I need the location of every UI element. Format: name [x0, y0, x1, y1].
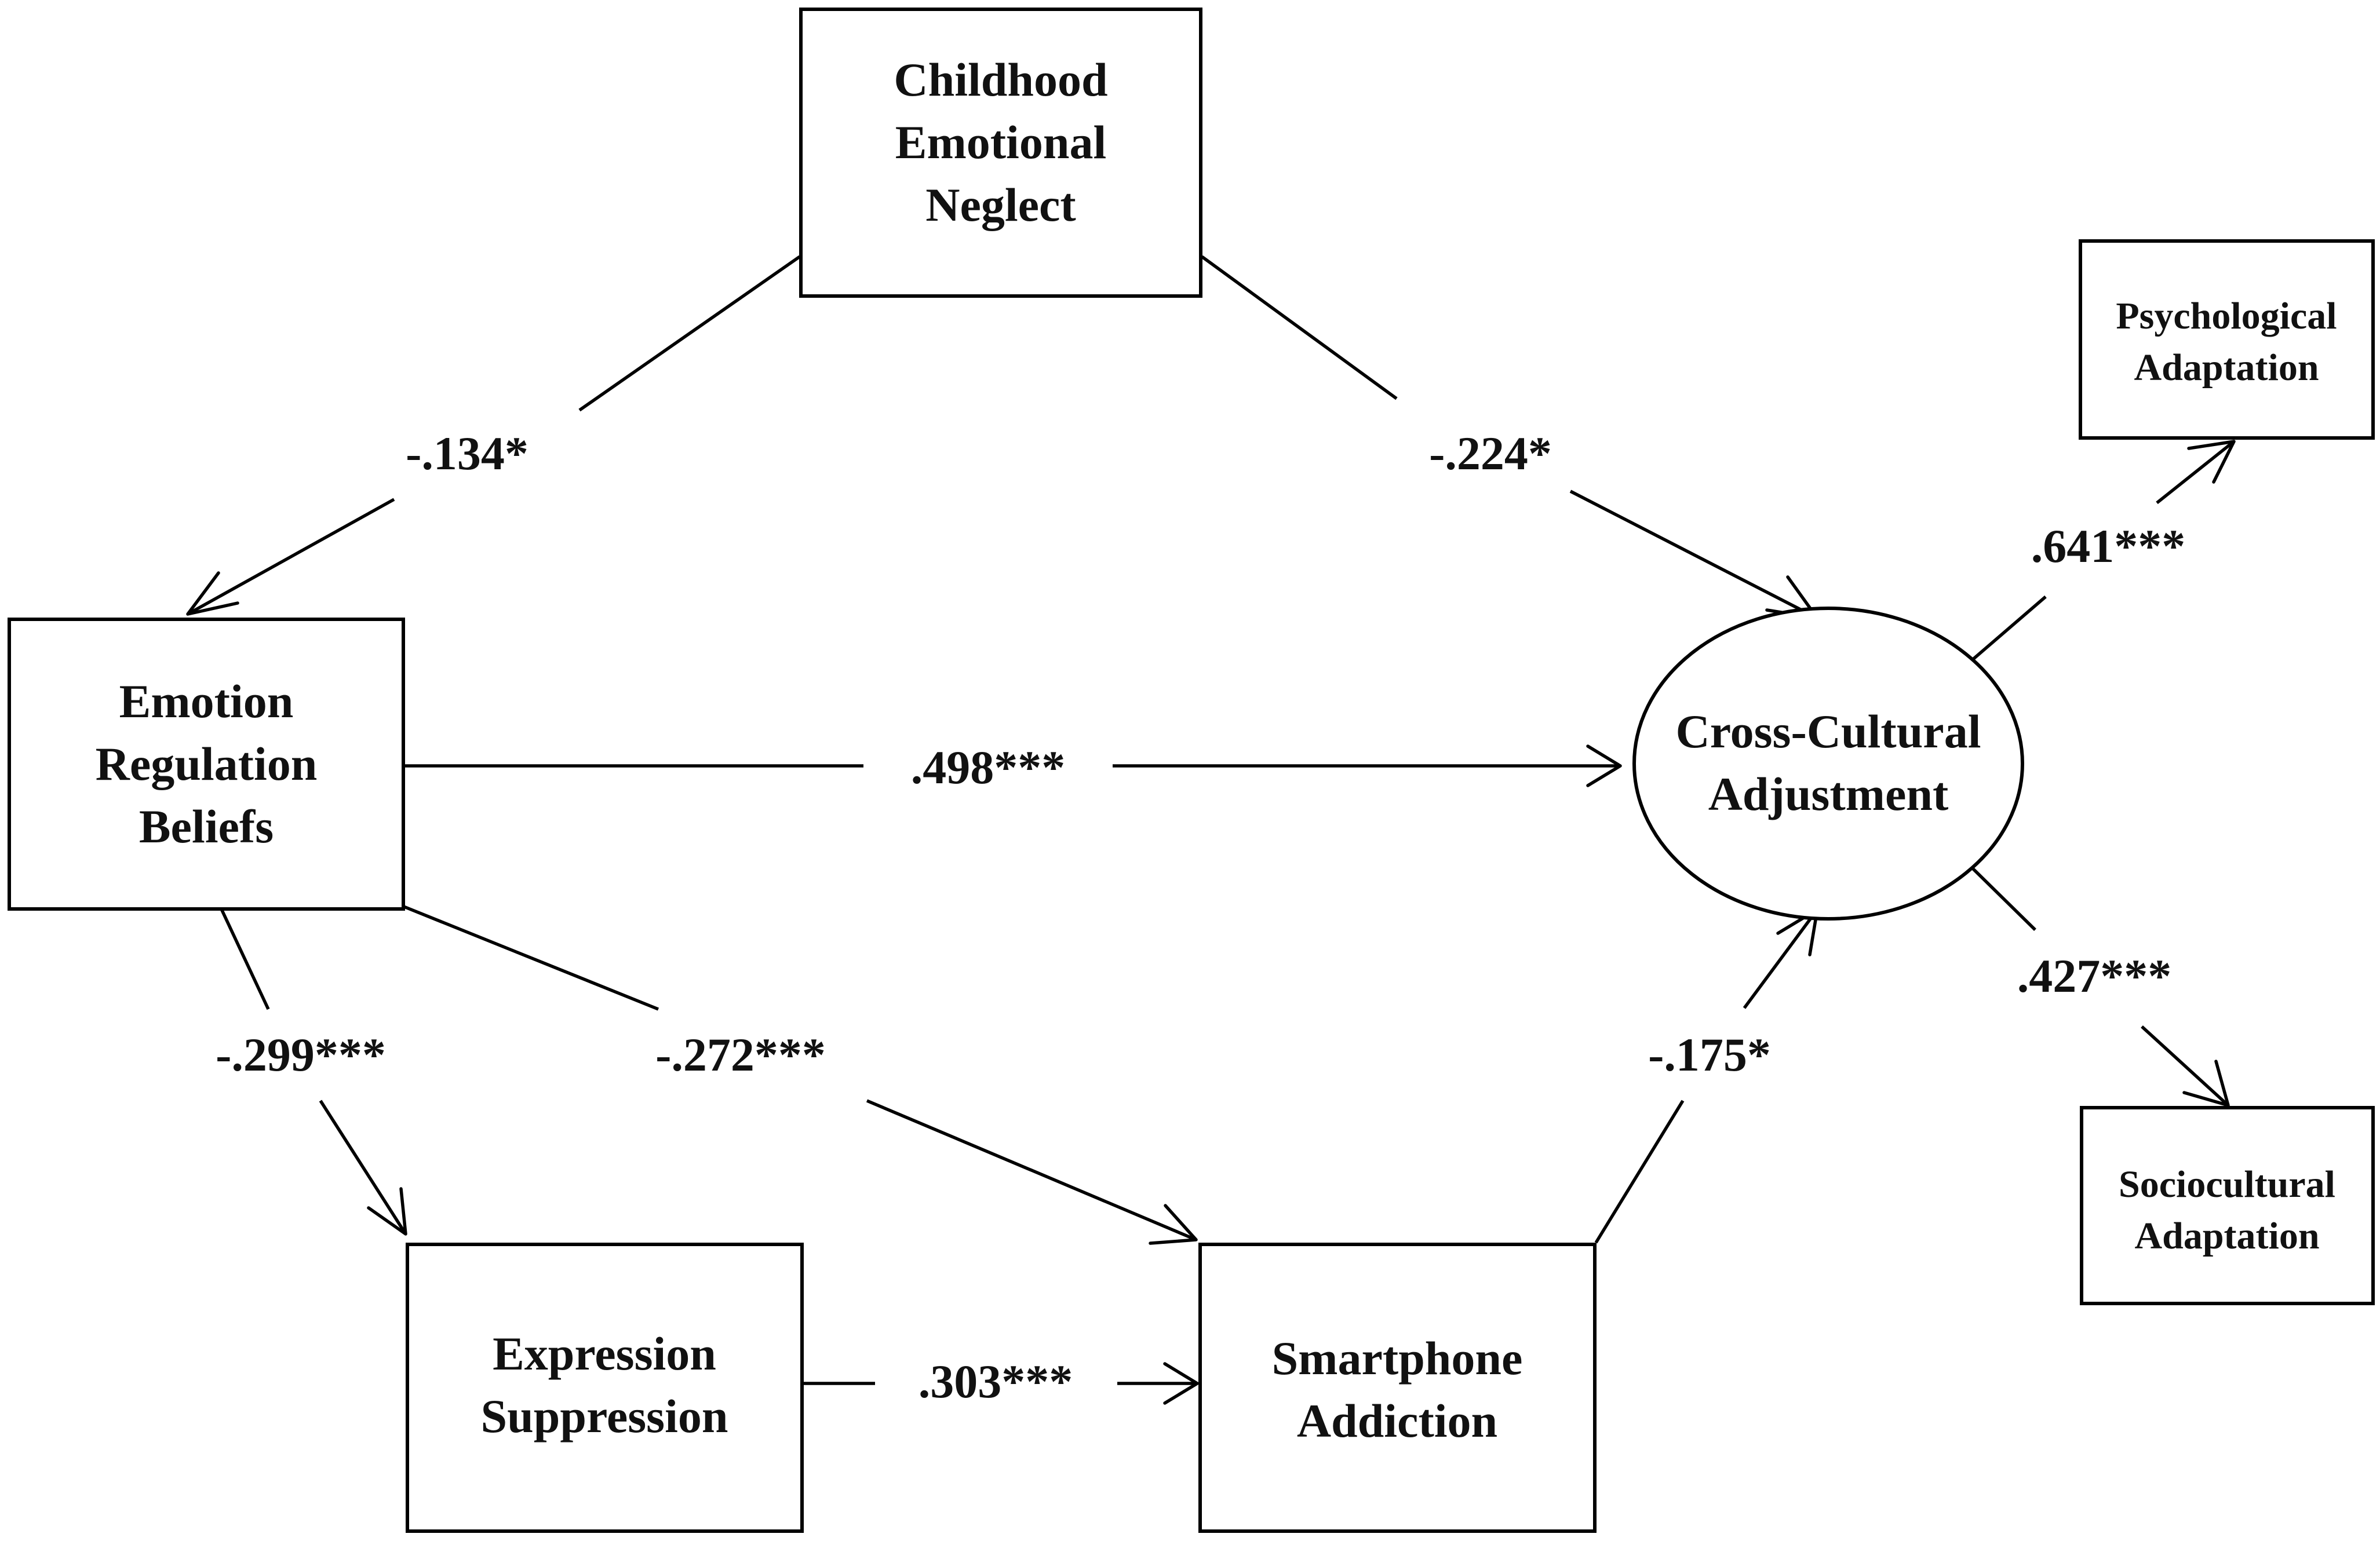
node-cross-cultural-adjustment: Cross-Cultural Adjustment [1632, 607, 2024, 921]
path-erb-to-es-line-upper [220, 908, 270, 1010]
path-erb-to-sa-line-lower [866, 1099, 1197, 1241]
path-erb-to-cca [404, 744, 1622, 787]
node-smartphone-addiction-box [1198, 1243, 1597, 1533]
path-cen-to-erb-line-upper [578, 255, 801, 412]
node-sociocultural-adaptation-box [2080, 1106, 2375, 1305]
node-smartphone-addiction-line-1: Smartphone [1272, 1332, 1523, 1385]
path-erb-to-es-line-lower [319, 1100, 407, 1235]
path-cca-to-psy [1969, 440, 2236, 663]
path-erb-to-sa-line-upper [403, 905, 659, 1011]
node-sociocultural-adaptation: Sociocultural Adaptation [2080, 1106, 2375, 1305]
coef-cca-to-soc: .427*** [2017, 950, 2172, 1002]
node-sociocultural-adaptation-line-2: Adaptation [2134, 1215, 2319, 1257]
node-psychological-adaptation-line-1: Psychological [2116, 295, 2337, 337]
path-erb-to-sa-arrowhead [1149, 1204, 1198, 1245]
coef-es-to-sa: .303*** [919, 1355, 1073, 1408]
path-cca-to-psy-line-lower [1969, 595, 2047, 663]
node-cross-cultural-adjustment-line-2: Adjustment [1708, 768, 1949, 820]
node-childhood-emotional-neglect-line-2: Emotional [895, 116, 1106, 169]
node-childhood-emotional-neglect-line-3: Neglect [925, 178, 1076, 231]
node-smartphone-addiction-line-2: Addiction [1297, 1394, 1497, 1447]
node-expression-suppression-box [406, 1243, 804, 1533]
node-emotion-regulation-beliefs-line-1: Emotion [119, 675, 294, 728]
node-psychological-adaptation-line-2: Adaptation [2134, 346, 2319, 389]
node-psychological-adaptation-box [2079, 239, 2375, 440]
path-cca-to-psy-line-upper [2156, 440, 2235, 505]
coef-cca-to-psy: .641*** [2031, 520, 2186, 572]
node-childhood-emotional-neglect-line-1: Childhood [894, 53, 1107, 106]
node-smartphone-addiction: Smartphone Addiction [1198, 1243, 1597, 1533]
node-emotion-regulation-beliefs-line-3: Beliefs [139, 800, 274, 853]
node-expression-suppression-line-1: Expression [493, 1327, 716, 1380]
coef-cen-to-cca: -.224* [1429, 427, 1552, 480]
coef-erb-to-cca: .498*** [911, 741, 1066, 794]
path-cca-to-soc-arrowhead [2182, 1060, 2230, 1107]
path-es-to-sa-arrowhead [1163, 1362, 1199, 1405]
path-cca-to-soc-line-lower [2141, 1025, 2229, 1107]
path-cca-to-soc-line-upper [1969, 865, 2036, 931]
node-cross-cultural-adjustment-ellipse [1632, 607, 2024, 921]
node-expression-suppression: Expression Suppression [406, 1243, 804, 1533]
node-cross-cultural-adjustment-line-1: Cross-Cultural [1676, 705, 1981, 758]
coef-sa-to-cca: -.175* [1648, 1028, 1771, 1081]
path-erb-to-es [220, 908, 407, 1236]
node-childhood-emotional-neglect: Childhood Emotional Neglect [799, 8, 1202, 298]
node-psychological-adaptation: Psychological Adaptation [2079, 239, 2375, 440]
path-cen-to-cca-line-lower [1569, 490, 1818, 620]
path-cen-to-erb-line-lower [187, 498, 395, 616]
path-sa-to-cca-line-upper [1743, 908, 1819, 1009]
path-erb-to-es-arrowhead [367, 1187, 407, 1236]
path-erb-to-sa [403, 905, 1198, 1245]
path-cen-to-cca-line-upper [1201, 255, 1398, 400]
coef-erb-to-sa: -.272*** [655, 1028, 826, 1081]
path-cen-to-erb [186, 255, 801, 616]
node-emotion-regulation-beliefs: Emotion Regulation Beliefs [8, 618, 405, 911]
node-expression-suppression-line-2: Suppression [481, 1390, 728, 1443]
path-cca-to-psy-arrowhead [2187, 440, 2236, 484]
coef-cen-to-erb: -.134* [406, 427, 529, 480]
coef-erb-to-es: -.299*** [216, 1028, 386, 1081]
path-sa-to-cca-line-lower [1594, 1100, 1685, 1244]
node-sociocultural-adaptation-line-1: Sociocultural [2119, 1163, 2335, 1206]
path-es-to-sa [802, 1362, 1199, 1405]
path-cca-to-soc [1969, 865, 2230, 1107]
node-emotion-regulation-beliefs-box [8, 618, 405, 911]
node-emotion-regulation-beliefs-line-2: Regulation [96, 737, 318, 790]
path-cen-to-erb-arrowhead [186, 571, 239, 616]
path-erb-to-cca-arrowhead [1586, 744, 1622, 787]
node-childhood-emotional-neglect-box [799, 8, 1202, 298]
